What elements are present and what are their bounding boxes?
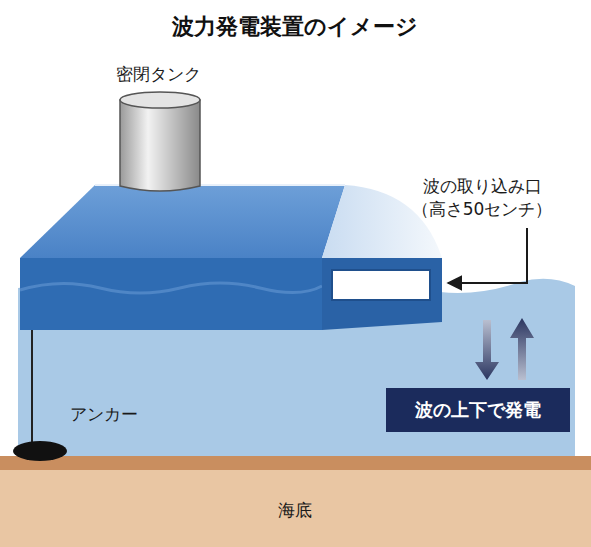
device-side	[322, 258, 442, 330]
down-arrow	[475, 320, 499, 380]
anchor	[13, 441, 67, 461]
sealed-tank	[120, 100, 200, 191]
anchor-label: アンカー	[70, 404, 138, 424]
seabed-top	[0, 456, 591, 470]
anchor-line	[31, 330, 33, 446]
device-wave	[20, 283, 322, 293]
title: 波力発電装置のイメージ	[172, 14, 418, 40]
up-arrow	[510, 318, 534, 380]
tank-label: 密閉タンク	[116, 64, 201, 84]
seabed-label: 海底	[278, 500, 312, 520]
leader-line	[448, 228, 527, 283]
device-front	[20, 258, 322, 330]
device-roof	[20, 185, 345, 258]
seabed	[0, 470, 591, 547]
intake-label: 波の取り込み口	[423, 176, 542, 196]
caption-box: 波の上下で発電	[386, 388, 570, 432]
box-text: 波の上下で発電	[415, 398, 541, 422]
wave-intake	[332, 270, 430, 300]
intake-height: （高さ50センチ）	[412, 199, 553, 219]
tank-top	[120, 92, 200, 108]
